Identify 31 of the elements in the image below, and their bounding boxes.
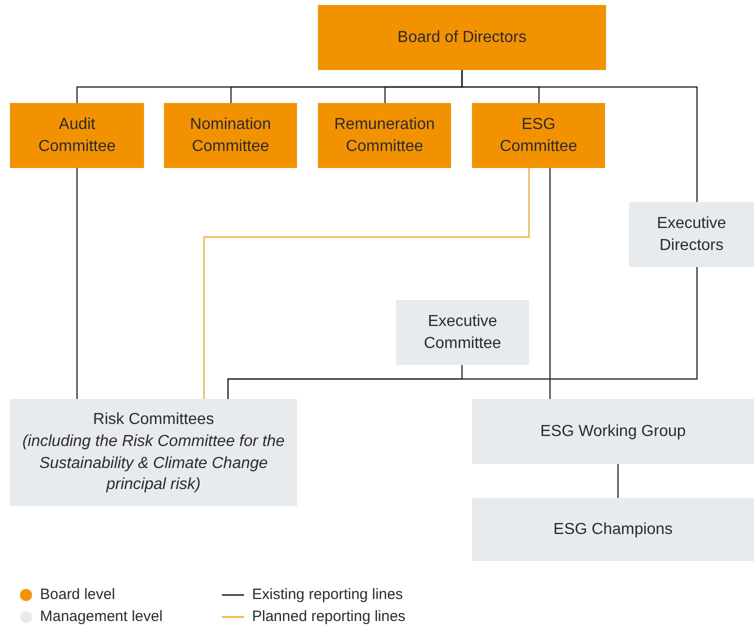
org-box [318, 103, 451, 168]
box-title: Board of Directors [398, 28, 526, 48]
org-box [164, 103, 297, 168]
org-box [318, 5, 606, 70]
box-title: Risk Committees [93, 410, 214, 430]
box-title: Audit Committee [37, 114, 117, 156]
reporting-line [76, 168, 78, 399]
org-box [396, 300, 529, 365]
legend-label: Existing reporting lines [252, 586, 403, 603]
legend-label: Planned reporting lines [252, 608, 406, 625]
box-title: Remuneration Committee [333, 114, 436, 156]
reporting-line [203, 168, 530, 399]
box-title: Executive Directors [656, 214, 728, 256]
org-box [472, 498, 754, 561]
box-title: ESG Champions [553, 520, 673, 540]
org-box [472, 399, 754, 464]
reporting-line [227, 267, 698, 399]
box-title: Nomination Committee [189, 114, 272, 156]
reporting-line [549, 168, 551, 399]
box-title: Executive Committee [422, 312, 502, 354]
legend-label: Board level [40, 586, 116, 603]
org-box [472, 103, 605, 168]
box-title: ESG Committee [498, 114, 578, 156]
org-box [10, 399, 297, 506]
box-note: (including the Risk Committee for the Sustainability & Climate Change principal risk) [21, 432, 286, 496]
legend-label: Management level [40, 608, 163, 625]
reporting-line [617, 464, 619, 498]
org-box [10, 103, 144, 168]
org-box [629, 202, 754, 267]
reporting-line [461, 70, 698, 202]
box-title: ESG Working Group [540, 422, 686, 442]
